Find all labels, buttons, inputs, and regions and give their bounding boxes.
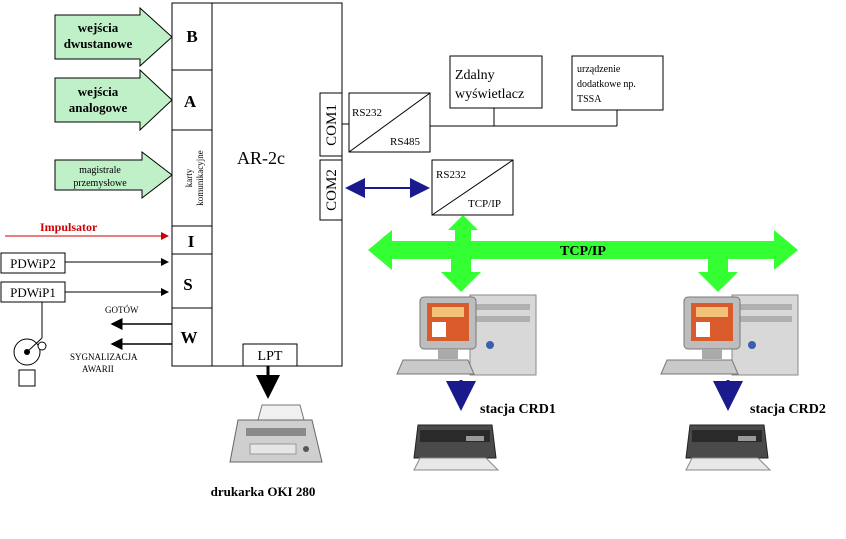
printer-oki-label: drukarka OKI 280 [211,484,316,499]
slot-i-label: I [188,232,195,251]
impulsator-signal: Impulsator [5,220,169,240]
alarm-line1: SYGNALIZACJA [70,352,138,362]
tcpip-network-bus: TCP/IP [368,215,798,292]
remote-display-line1: Zdalny [455,68,495,83]
computer-icon-crd2 [660,294,799,376]
slot-b-label: B [186,27,197,46]
impulsator-label: Impulsator [40,220,98,234]
input-arrow-analog: wejścia analogowe [54,68,173,132]
com1-label: COM1 [324,104,340,146]
pdwip1-box: PDWiP1 [0,281,169,303]
input-analog-line2: analogowe [69,100,128,115]
network-label: TCP/IP [560,244,606,259]
slot-cards-line2: komunikacyjne [195,150,205,206]
printer-icon-crd1 [413,424,500,471]
rs232-rs485-top: RS232 [352,107,382,119]
rs232-tcpip-bottom: TCP/IP [468,198,501,210]
controller-ar2c: B A karty komunikacyjne I S W AR-2c COM1… [171,2,343,367]
extra-device-line3: TSSA [577,94,602,105]
input-arrow-industrial-bus: magistrale przemysłowe [54,150,173,200]
station-crd1-label: stacja CRD1 [480,402,556,417]
input-arrow-binary: wejścia dwustanowe [54,6,173,68]
station-crd2-label: stacja CRD2 [750,402,826,417]
remote-display-box: Zdalny wyświetlacz [449,55,543,109]
extra-device-box: urządzenie dodatkowe np. TSSA [571,55,664,111]
slot-s-label: S [183,275,192,294]
slot-a-label: A [184,92,197,111]
com2-label: COM2 [324,169,340,211]
pdwip2-label: PDWiP2 [10,256,56,271]
input-binary-line2: dwustanowe [64,36,133,51]
printer-icon-crd2 [685,424,772,471]
pdwip1-label: PDWiP1 [10,285,56,300]
extra-device-line1: urządzenie [577,64,621,75]
slot-cards-line1: karty [184,168,194,187]
remote-display-line2: wyświetlacz [455,87,524,102]
extra-device-line2: dodatkowe np. [577,79,636,90]
computer-icon-crd1 [396,294,537,376]
ready-signal: GOTÓW [105,305,172,330]
input-analog-line1: wejścia [78,84,119,99]
rs232-rs485-bottom: RS485 [390,136,420,148]
pdwip2-box: PDWiP2 [0,252,169,274]
station-crd1: stacja CRD1 [446,380,556,417]
alarm-signal: SYGNALIZACJA AWARII [70,338,172,374]
meter-icon [13,302,47,387]
printer-icon-oki [229,404,323,463]
rs232-tcpip-top: RS232 [436,169,466,181]
lpt-label: LPT [258,349,283,364]
converter-rs232-rs485: RS232 RS485 [342,92,618,153]
slot-w-label: W [181,328,198,347]
input-binary-line1: wejścia [78,20,119,35]
controller-name: AR-2c [237,148,285,168]
input-bus-line2: przemysłowe [73,178,127,189]
station-crd2: stacja CRD2 [713,380,826,417]
input-bus-line1: magistrale [79,165,121,176]
gotow-label: GOTÓW [105,305,139,315]
alarm-line2: AWARII [82,364,114,374]
converter-rs232-tcpip: RS232 TCP/IP [345,159,514,216]
